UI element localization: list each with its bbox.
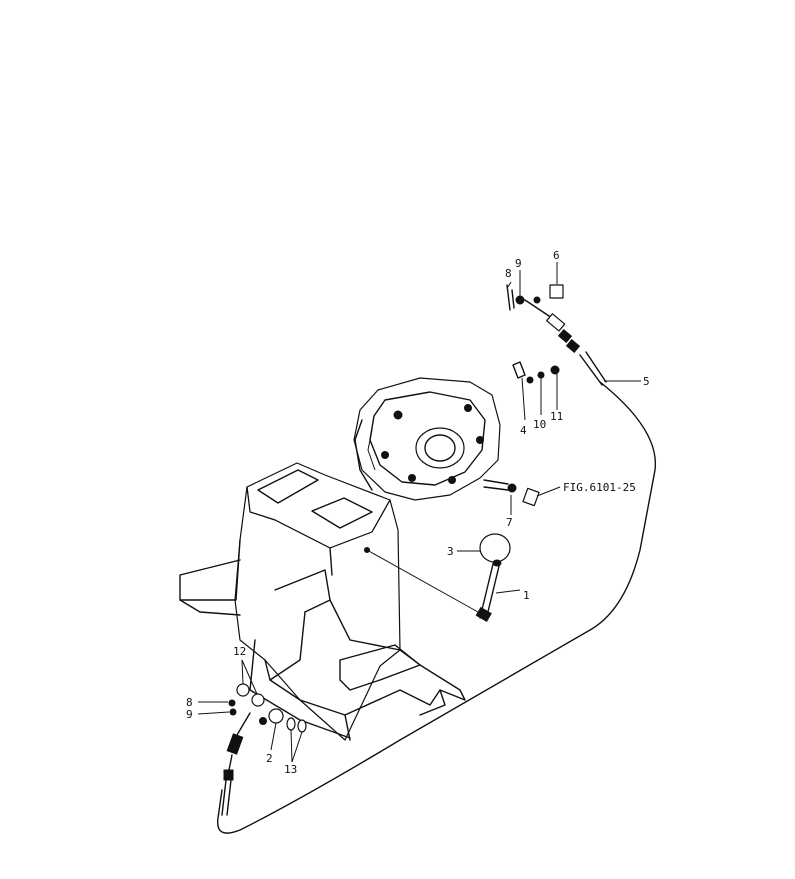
frame-housing <box>179 462 466 741</box>
callout-4: 4 <box>520 424 527 437</box>
callout-5: 5 <box>643 375 650 388</box>
callout-12: 12 <box>233 645 246 658</box>
figure-reference: FIG.6101-25 <box>563 481 636 494</box>
callout-9-lower: 9 <box>186 708 193 721</box>
callout-3: 3 <box>447 545 454 558</box>
callout-9-upper: 9 <box>515 257 522 270</box>
control-lever <box>475 533 511 623</box>
callout-11: 11 <box>550 410 563 423</box>
callout-1: 1 <box>523 589 530 602</box>
leader-lines <box>197 262 641 763</box>
upper-cable-end <box>524 299 607 386</box>
callout-10: 10 <box>533 418 546 431</box>
flywheel-hardware <box>483 361 560 507</box>
callout-8-upper: 8 <box>505 267 512 280</box>
callout-7: 7 <box>506 516 513 529</box>
lower-cable-end <box>221 712 251 816</box>
callout-6: 6 <box>553 249 560 262</box>
leader-lever-pivot <box>366 549 479 613</box>
top-hardware <box>506 284 564 311</box>
callout-13: 13 <box>284 763 297 776</box>
callout-2: 2 <box>266 752 273 765</box>
control-cable <box>216 381 657 834</box>
callout-8-lower: 8 <box>186 696 193 709</box>
callouts: 1 2 3 4 5 6 7 8 8 9 9 10 11 12 13 FIG.61… <box>186 249 650 776</box>
flywheel-housing <box>353 377 501 501</box>
